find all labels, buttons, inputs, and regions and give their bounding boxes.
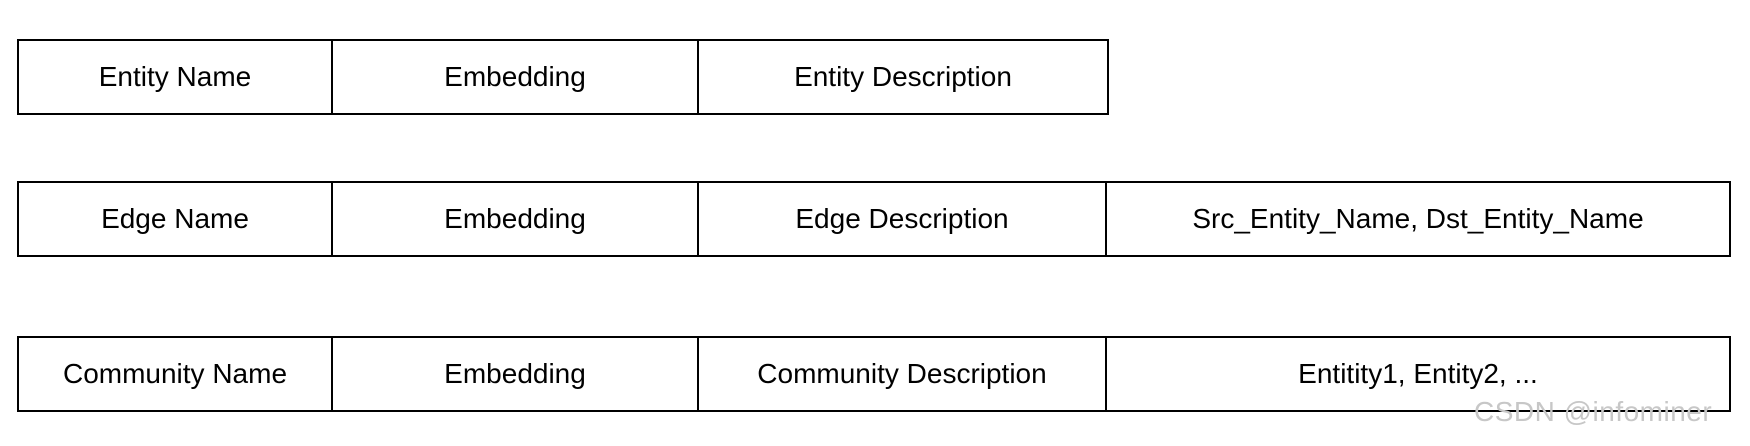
community-entities-cell: Entitity1, Entity2, ...: [1298, 358, 1538, 389]
edge-embedding-cell: Embedding: [333, 183, 699, 255]
entity-name-cell: Entity Name: [19, 41, 333, 113]
entity-description-cell: Entity Description: [794, 61, 1012, 92]
entity-table-schema: Entity Name Embedding Entity Description: [17, 39, 1109, 115]
entity-embedding-cell: Embedding: [333, 41, 699, 113]
edge-endpoints-cell: Src_Entity_Name, Dst_Entity_Name: [1192, 203, 1644, 234]
community-embedding-cell: Embedding: [333, 338, 699, 410]
edge-description-cell: Edge Description: [699, 183, 1107, 255]
watermark: CSDN @infominer: [1474, 396, 1713, 427]
edge-name-cell: Edge Name: [19, 183, 333, 255]
community-name-cell: Community Name: [19, 338, 333, 410]
edge-table-schema: Edge Name Embedding Edge Description Src…: [17, 181, 1731, 257]
community-table-schema: Community Name Embedding Community Descr…: [17, 336, 1731, 412]
community-description-cell: Community Description: [699, 338, 1107, 410]
